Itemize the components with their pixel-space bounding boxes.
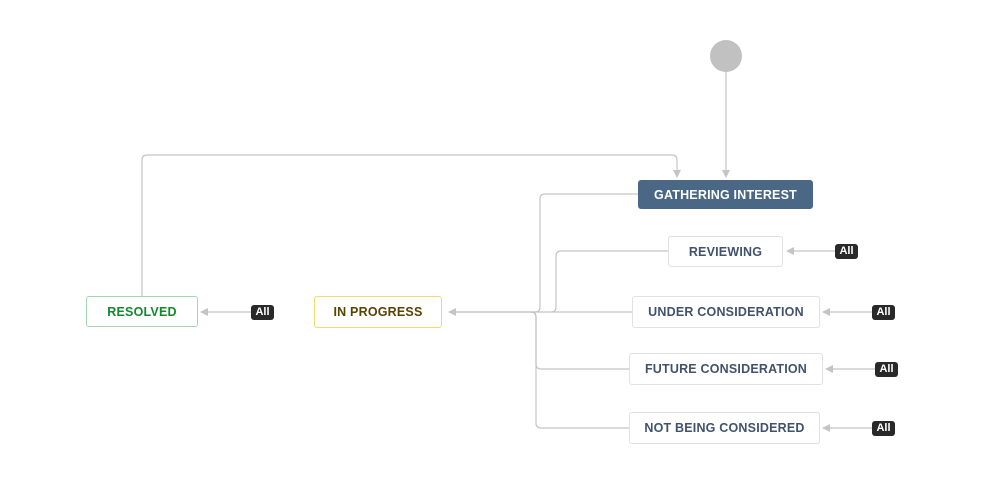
status-gathering-interest[interactable]: GATHERING INTEREST (638, 180, 813, 209)
status-resolved[interactable]: RESOLVED (86, 296, 198, 327)
all-transition-badge-future-consideration[interactable]: All (875, 362, 898, 377)
resolved-to-gathering-interest-line (141, 154, 681, 296)
gathering-interest-to-in-progress-line (448, 193, 638, 316)
status-under-consideration[interactable]: UNDER CONSIDERATION (632, 296, 820, 328)
future-consideration-to-in-progress-line (530, 311, 629, 370)
all-transition-badge-under-consideration[interactable]: All (872, 305, 895, 320)
not-being-considered-to-in-progress-line (530, 311, 629, 429)
status-future-consideration[interactable]: FUTURE CONSIDERATION (629, 353, 823, 385)
status-not-being-considered[interactable]: NOT BEING CONSIDERED (629, 412, 820, 444)
all-transition-badge-resolved[interactable]: All (251, 305, 274, 320)
all-transition-badge-reviewing[interactable]: All (835, 244, 858, 259)
status-in-progress[interactable]: IN PROGRESS (314, 296, 442, 328)
all-transition-badge-not-being-considered[interactable]: All (872, 421, 895, 436)
start-node (710, 40, 742, 72)
status-reviewing[interactable]: REVIEWING (668, 236, 783, 267)
